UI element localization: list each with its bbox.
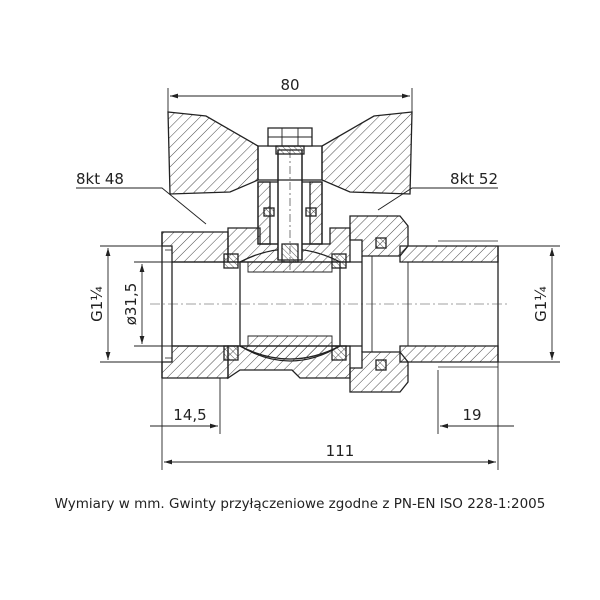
dim-thread-left: G1¼ [88, 286, 106, 322]
union-nut-top [349, 215, 409, 257]
left-body-bottom [161, 345, 229, 379]
dim-wrench-right: 8kt 52 [450, 170, 498, 188]
valve-body [161, 149, 499, 393]
dim-depth-left: 14,5 [173, 406, 206, 424]
dim-thread-right: G1¼ [532, 286, 550, 322]
drawing-caption: Wymiary w mm. Gwinty przyłączeniowe zgod… [54, 496, 546, 512]
union-nut-bottom [349, 351, 409, 393]
dimension-lines [76, 88, 560, 470]
dim-wrench-left: 8kt 48 [76, 170, 124, 188]
dim-depth-right: 19 [462, 406, 481, 424]
right-tail-top [399, 245, 499, 263]
dim-bore: ø31,5 [122, 283, 140, 326]
left-body-top [161, 231, 229, 263]
right-tail-bottom [399, 345, 499, 363]
butterfly-handle [167, 111, 413, 195]
dim-top-width: 80 [280, 76, 299, 94]
dim-overall-length: 111 [326, 442, 355, 460]
